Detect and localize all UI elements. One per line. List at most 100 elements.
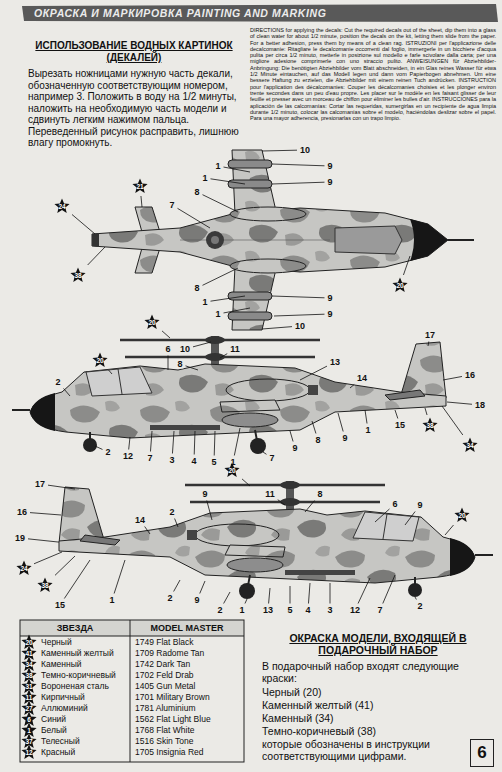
paint-name: Телесный <box>41 736 80 746</box>
section-heading: ОКРАСКА МОДЕЛИ, ВХОДЯЩЕЙ В ПОДАРОЧНЫЙ НА… <box>260 632 496 656</box>
star-callout: 20 <box>392 277 408 293</box>
top-view <box>228 312 272 320</box>
top-view <box>180 240 330 241</box>
star-number: 24 <box>54 198 70 215</box>
top-view <box>92 150 474 330</box>
paint-name: Белый <box>41 725 67 735</box>
callout-number: 1 <box>201 174 208 183</box>
page-number-box: 6 <box>470 739 494 767</box>
leader-line <box>234 428 240 456</box>
leader-line <box>290 431 293 442</box>
leader-line <box>274 314 324 316</box>
leader-line <box>269 588 270 604</box>
leader-line <box>425 408 427 415</box>
leader-line <box>178 208 210 228</box>
paint-table <box>20 620 244 636</box>
leader-line <box>308 583 310 604</box>
star-callout: 20 <box>144 314 160 330</box>
callout-number: 2 <box>166 594 173 603</box>
paint-code: 1749 Flat Black <box>135 637 194 647</box>
table-header: MODEL MASTER <box>151 623 224 633</box>
leader-line <box>114 560 125 594</box>
callout-number: 8 <box>314 436 321 445</box>
paint-name: Черный <box>41 637 72 647</box>
leader-line <box>290 586 291 604</box>
star-number: 20 <box>224 462 240 479</box>
top-view <box>92 208 448 272</box>
leader-line <box>203 195 238 212</box>
callout-number: 15 <box>394 421 406 430</box>
callout-number: 2 <box>54 378 61 387</box>
callout-number: 2 <box>216 606 223 615</box>
callout-number: 9 <box>291 444 298 453</box>
callout-number: 9 <box>326 162 333 171</box>
callout-number: 9 <box>326 178 333 187</box>
leader-line <box>415 597 416 600</box>
paint-set-text: В подарочный набор входят следующие крас… <box>262 660 494 684</box>
paint-set-text: Черный (20) <box>262 686 494 698</box>
paint-code: 1702 Feld Drab <box>135 670 194 680</box>
star-number: 12 <box>21 744 37 761</box>
paint-code: 1781 Aluminium <box>135 703 195 713</box>
callout-number: 13 <box>262 606 274 615</box>
leader-line <box>428 342 430 347</box>
star-number: 20 <box>454 507 470 524</box>
side-view <box>30 393 55 431</box>
paint-code: 1562 Flat Light Blue <box>135 714 211 724</box>
leader-line <box>224 308 250 313</box>
side-view <box>385 390 425 400</box>
callout-number: 1 <box>214 310 221 319</box>
callout-number: 8 <box>193 284 200 293</box>
side-view <box>30 364 446 438</box>
callout-number: 3 <box>168 456 175 465</box>
leader-line <box>375 509 389 522</box>
callout-number: 6 <box>391 500 398 509</box>
leader-line <box>272 182 324 184</box>
callout-number: 8 <box>193 188 200 197</box>
top-view <box>92 233 99 247</box>
leader-line <box>405 512 415 526</box>
callout-number: 10 <box>179 345 191 354</box>
callout-number: 5 <box>210 458 217 467</box>
paint-name: Красный <box>41 747 75 757</box>
leader-line <box>442 406 463 435</box>
side-view <box>86 367 152 396</box>
paint-table <box>20 620 244 762</box>
leader-line <box>28 539 58 542</box>
paint-table <box>130 620 131 762</box>
star-callout: 20 <box>92 352 108 368</box>
callout-number: 7 <box>268 454 275 463</box>
star-callout: 12 <box>21 744 37 760</box>
callout-number: 1 <box>201 298 208 307</box>
leader-line <box>447 402 472 404</box>
side-view <box>220 400 280 412</box>
callout-number: 7 <box>376 606 383 615</box>
callout-number: 13 <box>329 358 341 367</box>
callout-number: 18 <box>474 401 486 410</box>
side-view <box>308 385 318 395</box>
leader-line <box>445 525 454 535</box>
leader-line <box>214 431 216 456</box>
callout-number: 1 <box>108 596 115 605</box>
callout-number: 7 <box>146 454 153 463</box>
leader-line <box>30 513 61 515</box>
callout-number: 1 <box>364 426 371 435</box>
leader-line <box>72 214 95 234</box>
callout-number: 14 <box>356 374 368 383</box>
leader-line <box>145 527 150 535</box>
decal-directions: DIRECTIONS for applying the decals: Cut … <box>250 27 496 121</box>
top-view <box>448 239 474 241</box>
callout-number: 17 <box>34 480 46 489</box>
header-bar <box>22 4 498 22</box>
top-view <box>206 231 224 249</box>
leader-line <box>262 150 297 152</box>
callout-number: 7 <box>168 201 175 210</box>
side-view <box>400 342 446 398</box>
table-header: ЗВЕЗДА <box>57 623 94 633</box>
paint-set-text: Темно-коричневый (38) <box>262 725 494 737</box>
callout-number: 19 <box>14 534 26 543</box>
star-number: 34 <box>462 437 478 454</box>
leader-line <box>64 388 70 396</box>
leader-line <box>211 296 245 301</box>
leader-line <box>193 342 211 347</box>
